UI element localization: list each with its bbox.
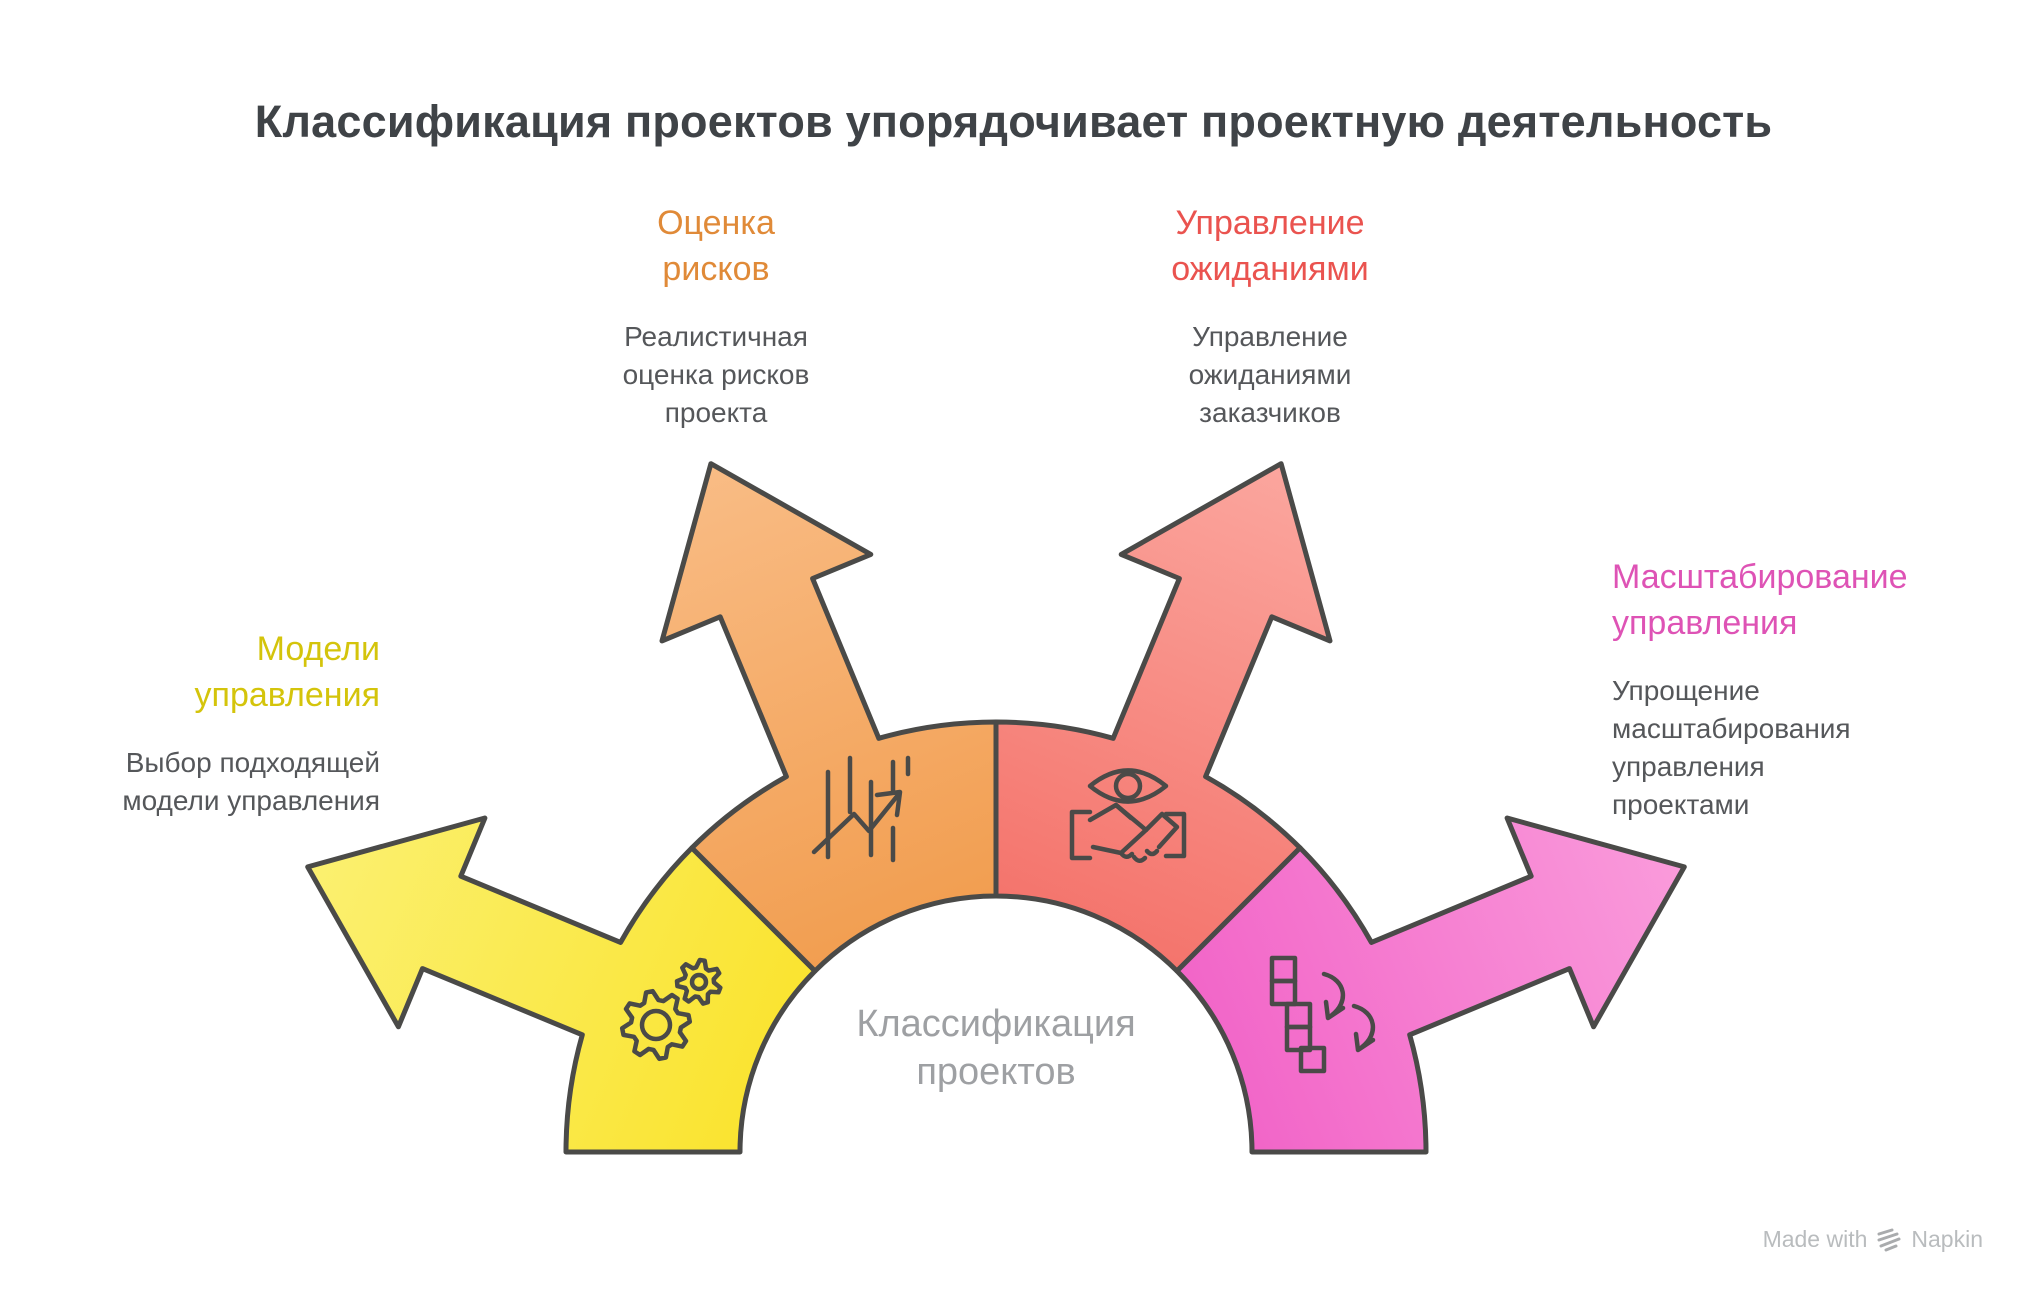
made-with-napkin: Made with Napkin <box>1763 1226 1983 1253</box>
section-desc-scaling: Упрощение масштабирования управления про… <box>1612 675 1851 820</box>
arc-segments <box>305 461 1687 1155</box>
section-title-models: Модели управления <box>194 630 380 714</box>
arc-segment-models <box>305 815 818 1155</box>
arc-segment-expectations <box>993 461 1333 974</box>
section-title-risks: Оценка рисков <box>657 204 775 288</box>
made-with-text: Made with <box>1762 1226 1868 1252</box>
section-title-scaling: Масштабирование управления <box>1612 558 1908 642</box>
section-desc-models: Выбор подходящей модели управления <box>122 747 380 816</box>
section-desc-risks: Реалистичная оценка рисков проекта <box>622 321 810 428</box>
section-expectations: Управление ожиданиями Управление ожидани… <box>1100 200 1440 432</box>
section-risks: Оценка рисков Реалистичная оценка рисков… <box>556 200 876 432</box>
page-title: Классификация проектов упорядочивает про… <box>254 96 1773 147</box>
section-desc-expectations: Управление ожиданиями заказчиков <box>1188 321 1352 428</box>
arc-segment-scaling <box>1174 815 1687 1155</box>
section-scaling: Масштабирование управления Упрощение мас… <box>1612 554 2012 824</box>
section-models: Модели управления Выбор подходящей модел… <box>50 626 380 820</box>
napkin-brand-text: Napkin <box>1911 1226 1983 1252</box>
chart-growth-icon <box>811 755 911 863</box>
napkin-logo-icon <box>1877 1228 1901 1251</box>
eye-handshake-icon <box>1069 768 1187 863</box>
section-title-expectations: Управление ожиданиями <box>1171 204 1369 288</box>
diagram-center-label: Классификация проектов <box>856 1003 1136 1093</box>
arc-segment-risks <box>659 461 999 974</box>
blocks-sync-icon <box>1269 955 1376 1074</box>
gears-icon <box>619 957 723 1062</box>
